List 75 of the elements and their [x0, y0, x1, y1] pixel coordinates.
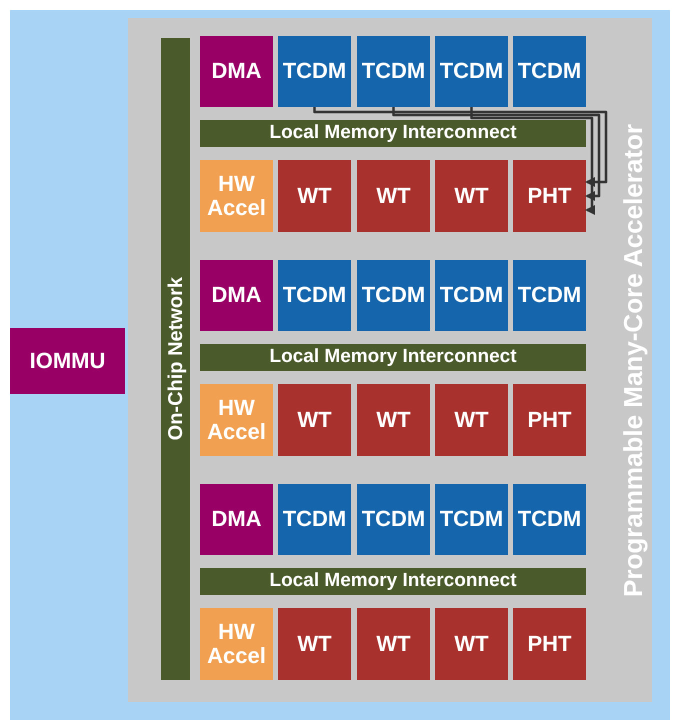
interconnect-bar	[200, 568, 586, 595]
block-label: TCDM	[362, 283, 426, 308]
block-label: PHT	[528, 632, 572, 656]
worker-block	[513, 608, 586, 680]
block-label: WT	[454, 632, 489, 656]
block-label: TCDM	[282, 507, 346, 532]
memory-bank	[435, 484, 508, 555]
block-label: WT	[454, 184, 489, 208]
memory-bank	[278, 36, 351, 107]
memory-bank	[513, 36, 586, 107]
block-label: HW Accel	[206, 620, 267, 668]
block-label: WT	[376, 184, 411, 208]
block-label: WT	[376, 408, 411, 432]
arrow	[470, 107, 595, 215]
memory-bank	[357, 36, 430, 107]
block-label: DMA	[211, 507, 262, 532]
block-label: PHT	[528, 408, 572, 432]
arrow	[313, 107, 608, 187]
memory-bank	[357, 484, 430, 555]
worker-block	[435, 384, 508, 456]
iommu-block	[10, 328, 125, 394]
memory-bank	[435, 260, 508, 331]
accelerator-panel	[128, 18, 652, 702]
block-label: DMA	[211, 59, 262, 84]
dma-block	[200, 36, 273, 107]
memory-bank	[435, 36, 508, 107]
block-label: IOMMU	[30, 348, 106, 374]
block-label: WT	[454, 408, 489, 432]
memory-bank	[278, 260, 351, 331]
block-label: PHT	[528, 184, 572, 208]
accelerator-block	[200, 160, 273, 232]
block-label: TCDM	[362, 59, 426, 84]
block-label: TCDM	[440, 507, 504, 532]
block-label: TCDM	[440, 59, 504, 84]
worker-block	[357, 608, 430, 680]
block-label: Local Memory Interconnect	[269, 571, 517, 592]
interconnect-bar	[200, 120, 586, 147]
accelerator-block	[200, 608, 273, 680]
dma-block	[200, 260, 273, 331]
worker-block	[357, 160, 430, 232]
block-label: Local Memory Interconnect	[269, 347, 517, 368]
block-label: TCDM	[282, 59, 346, 84]
arrow	[392, 107, 600, 201]
block-label: DMA	[211, 283, 262, 308]
worker-block	[278, 384, 351, 456]
worker-block	[435, 160, 508, 232]
worker-block	[278, 160, 351, 232]
block-label: TCDM	[518, 507, 582, 532]
worker-block	[513, 160, 586, 232]
memory-bank	[278, 484, 351, 555]
memory-bank	[357, 260, 430, 331]
network-bar	[161, 38, 190, 680]
accelerator-block	[200, 384, 273, 456]
block-label: HW Accel	[206, 172, 267, 220]
interconnect-bar	[200, 344, 586, 371]
block-label: TCDM	[440, 283, 504, 308]
worker-block	[513, 384, 586, 456]
block-label: TCDM	[362, 507, 426, 532]
worker-block	[435, 608, 508, 680]
block-label: HW Accel	[206, 396, 267, 444]
vertical-label: On-Chip Network	[164, 277, 186, 441]
block-label: WT	[376, 632, 411, 656]
worker-block	[278, 608, 351, 680]
memory-bank	[513, 484, 586, 555]
block-label: TCDM	[518, 283, 582, 308]
block-label: TCDM	[518, 59, 582, 84]
memory-bank	[513, 260, 586, 331]
block-label: Local Memory Interconnect	[269, 123, 517, 144]
dma-block	[200, 484, 273, 555]
block-label: WT	[297, 184, 332, 208]
worker-block	[357, 384, 430, 456]
block-label: WT	[297, 408, 332, 432]
block-label: TCDM	[282, 283, 346, 308]
block-label: WT	[297, 632, 332, 656]
background-panel	[10, 10, 670, 720]
